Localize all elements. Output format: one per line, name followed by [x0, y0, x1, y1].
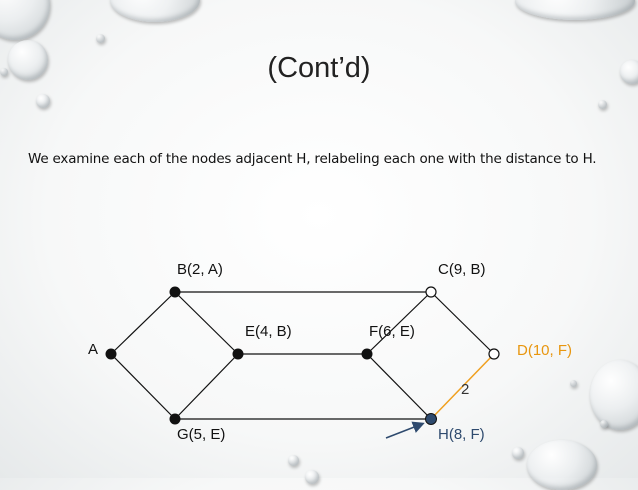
graph-diagram [105, 286, 500, 439]
node-a [105, 348, 117, 360]
edge-f-h [366, 353, 432, 420]
node-label-d: D(10, F) [517, 342, 573, 359]
water-drop-decoration [0, 68, 8, 76]
edge-f-c [366, 291, 432, 355]
node-g [169, 413, 181, 425]
water-drop-decoration [110, 0, 200, 22]
node-d [488, 348, 500, 360]
edge-h-d-highlighted [430, 353, 495, 420]
water-drop-decoration [598, 100, 607, 109]
node-f [361, 348, 373, 360]
water-drop-decoration [96, 34, 105, 43]
edge-a-g [110, 353, 176, 420]
edge-g-e [174, 353, 239, 420]
edge-b-e [174, 291, 239, 355]
water-drop-decoration [36, 94, 50, 108]
water-drop-decoration [600, 420, 608, 428]
water-drop-decoration [620, 60, 638, 84]
edge-c-d [430, 291, 495, 355]
water-drop-decoration [515, 0, 635, 20]
node-label-c: C(9, B) [438, 261, 486, 278]
node-label-h: H(8, F) [438, 426, 485, 443]
water-drop-decoration [570, 380, 577, 387]
node-c [425, 286, 437, 298]
water-drop-decoration [590, 360, 638, 430]
slide-title: (Cont’d) [267, 52, 371, 84]
node-h [425, 413, 437, 425]
node-label-g: G(5, E) [177, 426, 226, 443]
arrow-icon [385, 421, 425, 439]
node-label-a: A [88, 341, 99, 358]
water-drop-decoration [288, 455, 299, 466]
node-label-e: E(4, B) [245, 323, 292, 340]
edge-weight-label: 2 [461, 381, 470, 398]
water-drop-decoration [512, 447, 524, 459]
water-drop-decoration [8, 40, 48, 80]
slide-subtitle: We examine each of the nodes adjacent H,… [28, 151, 597, 167]
node-label-b: B(2, A) [177, 261, 223, 278]
node-e [232, 348, 244, 360]
node-label-f: F(6, E) [369, 323, 415, 340]
edge-a-b [110, 291, 176, 355]
node-b [169, 286, 181, 298]
